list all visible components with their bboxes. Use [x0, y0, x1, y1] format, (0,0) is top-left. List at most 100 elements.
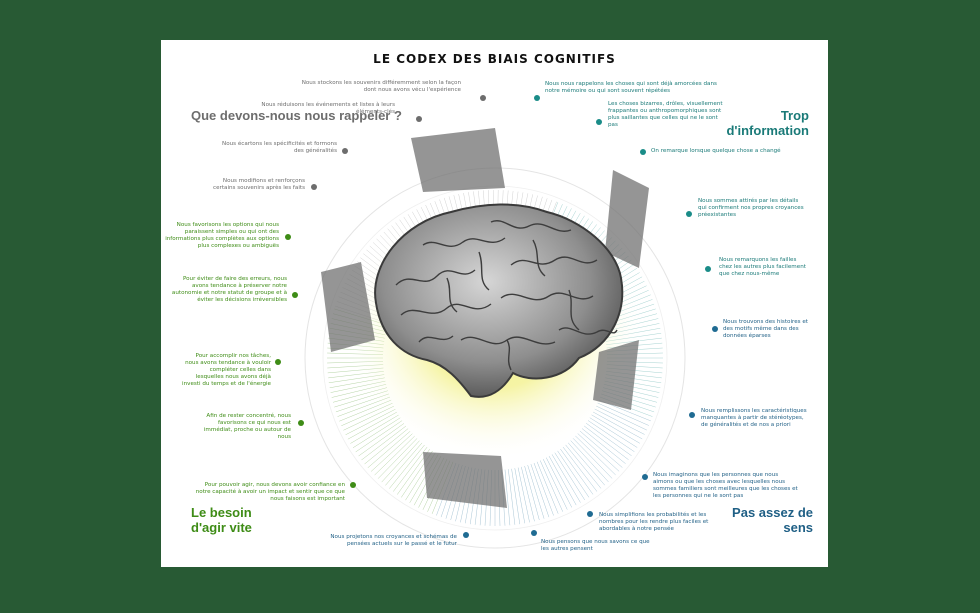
bias-ray	[543, 459, 568, 510]
gray-facets	[321, 128, 649, 508]
action-note-4: Afin de rester concentré, nous favorison…	[203, 413, 291, 440]
bias-ray	[570, 440, 609, 483]
bias-ray	[551, 454, 581, 503]
bias-ray	[554, 452, 585, 501]
action-note-2: Pour éviter de faire des erreurs, nous a…	[171, 276, 287, 303]
bias-ray	[577, 433, 620, 472]
meaning-dot-5	[531, 530, 537, 536]
bias-ray	[370, 433, 413, 472]
action-dot-4	[298, 420, 304, 426]
bias-ray	[521, 466, 535, 522]
bias-ray	[524, 465, 540, 521]
bias-ray	[583, 425, 629, 460]
brain-fold	[400, 303, 492, 316]
action-note-5: Pour pouvoir agir, nous devons avoir con…	[195, 482, 345, 502]
brain-fold	[510, 256, 598, 266]
bias-ray	[587, 420, 635, 452]
bias-ray	[367, 431, 411, 468]
information-note-4: Nous sommes attirés par les détails qui …	[698, 198, 804, 218]
brain-fold	[490, 220, 572, 232]
bias-ray	[364, 428, 409, 465]
poster-title: LE CODEX DES BIAIS COGNITIFS	[373, 52, 616, 66]
meaning-note-6: Nous projetons nos croyances et schémas …	[330, 534, 457, 547]
brain-fold	[422, 237, 506, 247]
bias-ray	[546, 457, 572, 508]
meaning-note-3: Nous imaginons que les personnes que nou…	[653, 472, 798, 499]
action-dot-5	[350, 482, 356, 488]
bias-ray	[568, 442, 605, 486]
bias-ray	[517, 467, 530, 523]
memory-dot-1	[480, 95, 486, 101]
meaning-note-4: Nous simplifions les probabilités et les…	[599, 512, 709, 532]
brain-fold	[558, 327, 618, 335]
bias-ray	[385, 442, 423, 486]
action-note-1: Nous favorisons les options qui nous par…	[165, 222, 279, 249]
bias-ray	[504, 469, 511, 526]
brain-folds	[395, 220, 618, 371]
bias-ray	[557, 450, 590, 498]
brain-fold	[500, 292, 594, 301]
bias-ray	[585, 423, 632, 456]
bias-ray	[533, 462, 554, 516]
bias-ray	[540, 460, 563, 512]
meaning-dot-4	[587, 511, 593, 517]
information-quadrant-title: Trop d'information	[726, 108, 809, 138]
bias-ray	[579, 430, 623, 468]
brain-fold	[478, 251, 490, 291]
bias-ray	[536, 461, 559, 514]
bias-ray	[572, 438, 613, 479]
action-quadrant-title: Le besoin d'agir vite	[191, 505, 252, 535]
brain-fold	[532, 239, 546, 277]
meaning-dot-6	[463, 532, 469, 538]
information-note-2: Les choses bizarres, drôles, visuellemen…	[608, 101, 723, 128]
meaning-dot-2	[689, 412, 695, 418]
action-note-3: Pour accomplir nos tâches, nous avons te…	[182, 353, 271, 387]
bias-ray	[565, 444, 602, 489]
information-dot-4	[686, 211, 692, 217]
bias-ray	[562, 446, 598, 492]
brain-fold	[446, 277, 458, 313]
codex-poster: LE CODEX DES BIAIS COGNITIFS Que devons-…	[161, 40, 828, 567]
meaning-dot-1	[712, 326, 718, 332]
brain-shape	[374, 203, 624, 398]
bias-ray	[393, 446, 428, 492]
information-dot-3	[640, 149, 646, 155]
bias-ray	[581, 428, 626, 464]
gray-facet	[605, 170, 649, 268]
brain-fold	[418, 335, 454, 343]
information-note-5: Nous remarquons les failles chez les aut…	[719, 257, 806, 277]
memory-note-4: Nous modifions et renforçons certains so…	[213, 178, 305, 191]
bias-ray	[530, 464, 550, 518]
gray-facet	[593, 340, 639, 410]
information-note-1: Nous nous rappelons les choses qui sont …	[545, 81, 717, 94]
bias-ray	[361, 425, 407, 461]
bias-ray	[374, 435, 415, 476]
information-note-3: On remarque lorsque quelque chose a chan…	[651, 148, 781, 154]
meaning-dot-3	[642, 474, 648, 480]
brain-fold	[568, 289, 580, 331]
meaning-note-2: Nous remplissons les caractéristiques ma…	[701, 408, 807, 428]
meaning-note-1: Nous trouvons des histoires et des motif…	[723, 319, 808, 339]
memory-dot-4	[311, 184, 317, 190]
action-dot-1	[285, 234, 291, 240]
gray-facet	[411, 128, 505, 192]
bias-ray	[381, 440, 420, 483]
bias-ray	[377, 438, 418, 479]
bias-ray	[527, 465, 545, 519]
bias-ray	[548, 456, 577, 506]
memory-quadrant-title: Que devons-nous nous rappeler ?	[191, 108, 402, 123]
memory-note-2: Nous réduisons les événements et listes …	[261, 102, 395, 115]
memory-dot-3	[342, 148, 348, 154]
memory-note-3: Nous écartons les spécificités et formon…	[222, 141, 337, 154]
bias-wheel-diagram	[304, 128, 686, 549]
meaning-note-5: Nous pensons que nous savons ce que les …	[541, 539, 650, 552]
bias-ray	[575, 435, 616, 476]
meaning-quadrant-title: Pas assez de sens	[732, 505, 813, 535]
bias-ray	[560, 448, 594, 495]
memory-note-1: Nous stockons les souvenirs différemment…	[301, 80, 461, 93]
information-dot-5	[705, 266, 711, 272]
information-dot-2	[596, 119, 602, 125]
bias-ray	[508, 469, 516, 525]
gray-facet	[321, 262, 375, 352]
bias-ray	[389, 444, 425, 489]
